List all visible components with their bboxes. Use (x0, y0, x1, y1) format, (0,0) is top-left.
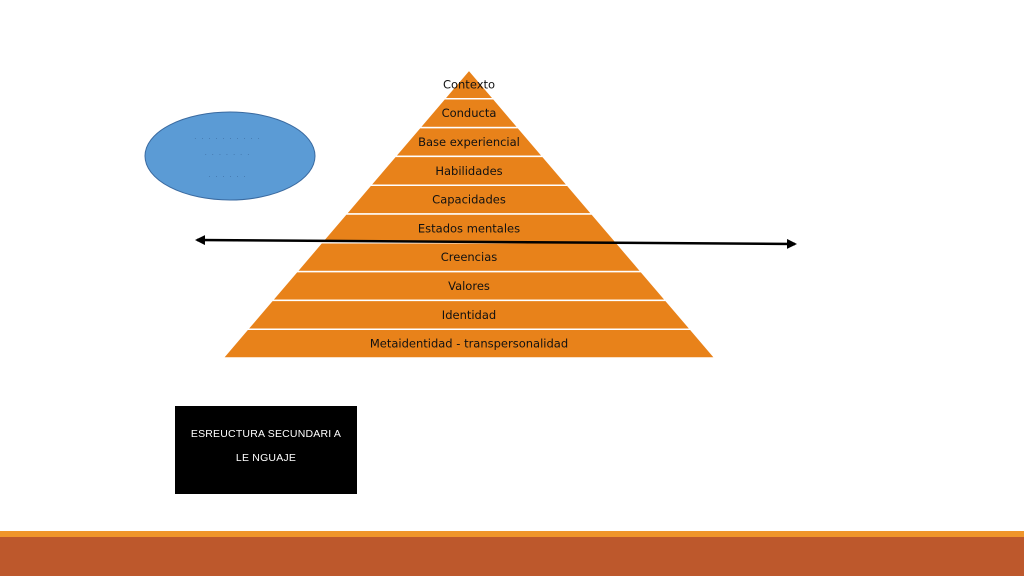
ellipse-dots-line-3: · · · · · · (209, 174, 248, 180)
pyramid-tier-label: Estados mentales (418, 221, 520, 235)
pyramid-tier-label: Habilidades (435, 164, 502, 178)
structure-label-box: ESREUCTURA SECUNDARI A LE NGUAJE (175, 406, 357, 494)
blue-ellipse: · · · · · · · · · · · · · · · · · · · · … (144, 111, 316, 201)
ellipse-dots-line-1: · · · · · · · · · · (194, 136, 261, 142)
horizontal-double-arrow (195, 235, 797, 249)
pyramid-tier-label: Creencias (441, 250, 498, 264)
pyramid-tier (221, 328, 717, 359)
ellipse-shape (144, 111, 316, 201)
pyramid-tier-label: Metaidentidad - transpersonalidad (370, 337, 568, 351)
footer-bar (0, 537, 1024, 576)
pyramid-tier-label: Capacidades (432, 193, 506, 207)
pyramid-tier-label: Identidad (442, 308, 496, 322)
pyramid-tier-label: Contexto (443, 77, 495, 91)
pyramid-tier-label: Valores (448, 279, 490, 293)
pyramid-tier-label: Conducta (442, 106, 497, 120)
ellipse-dots-line-2: · · · · · · · (205, 152, 251, 158)
structure-label-line-2: LE NGUAJE (235, 452, 297, 464)
footer-accent-stripe (0, 531, 1024, 537)
pyramid-tier-label: Base experiencial (418, 135, 520, 149)
structure-label-line-1: ESREUCTURA SECUNDARI A (190, 428, 342, 440)
